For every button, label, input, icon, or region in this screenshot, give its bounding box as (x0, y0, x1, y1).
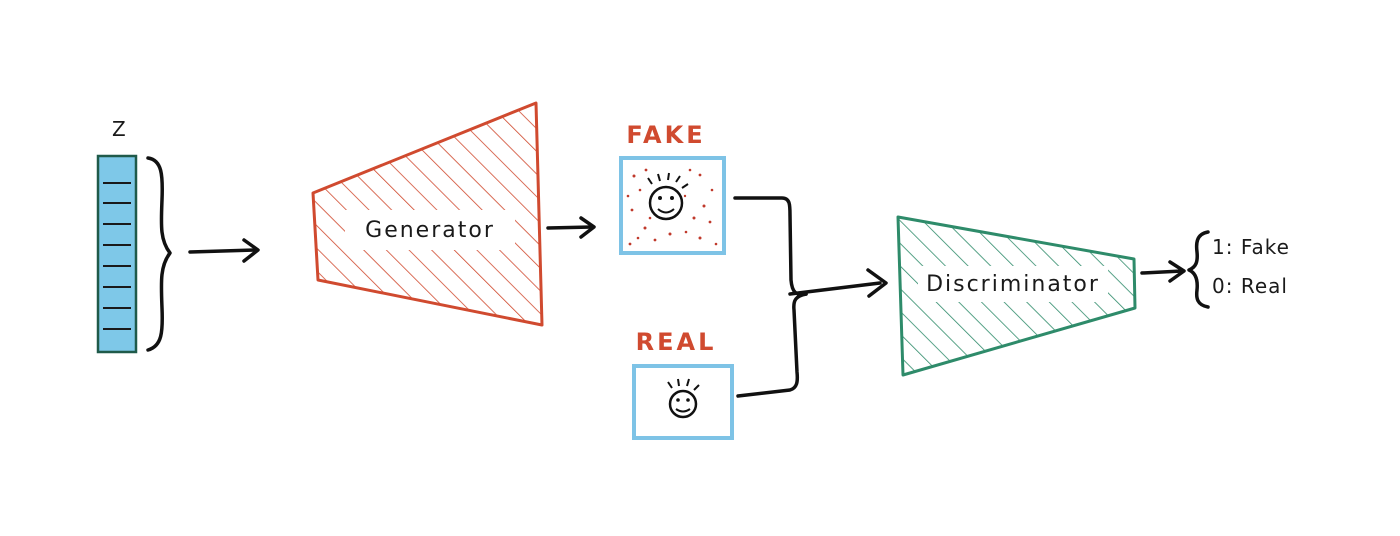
discriminator-block: Discriminator (896, 215, 1137, 377)
output-real-label: 0: Real (1212, 274, 1288, 298)
latent-vector-cells (103, 182, 131, 330)
real-image (632, 364, 734, 440)
output-fake-label: 1: Fake (1212, 235, 1290, 259)
latent-vector: Z (96, 117, 138, 354)
real-face-icon (667, 378, 700, 419)
arrow-latent-to-generator (188, 238, 260, 263)
merge-connector (733, 196, 888, 398)
arrow-discriminator-to-output (1140, 260, 1186, 283)
fake-face-icon (626, 168, 718, 246)
fake-image (619, 156, 726, 255)
arrow-generator-to-fake (546, 216, 596, 239)
latent-vector-box (96, 154, 138, 354)
generator-label: Generator (365, 218, 495, 243)
latent-brace (146, 156, 172, 352)
generator-block: Generator (311, 101, 544, 327)
real-label: REAL (636, 328, 717, 356)
latent-label: Z (112, 117, 126, 141)
fake-label: FAKE (626, 121, 705, 149)
output-brace (1187, 230, 1210, 309)
discriminator-label: Discriminator (926, 272, 1100, 297)
